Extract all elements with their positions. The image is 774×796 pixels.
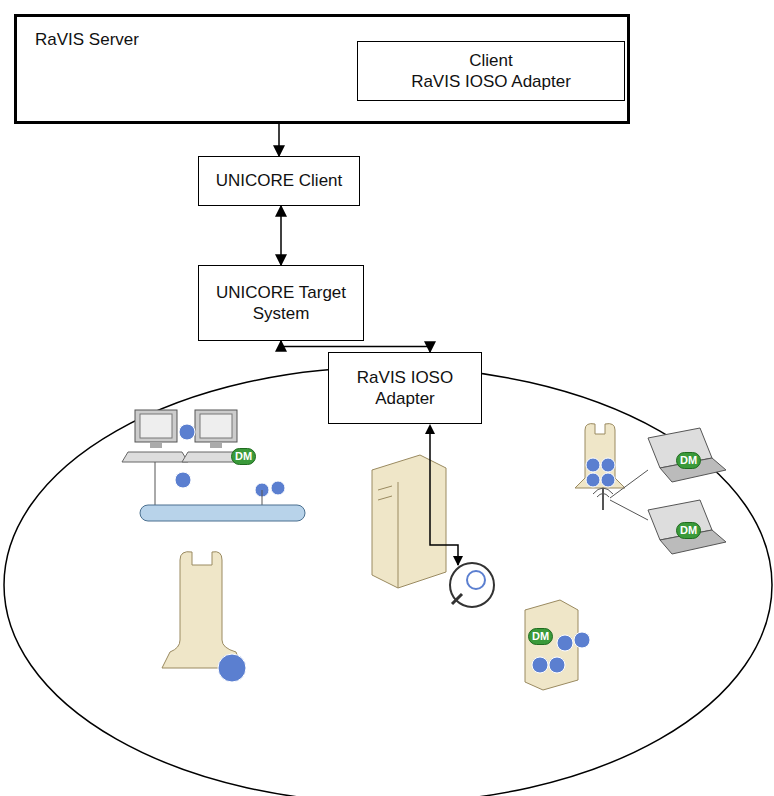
process-box: RaVIS IOSO Adapter — [328, 352, 482, 424]
process-box: UNICORE Client — [198, 156, 360, 206]
network-region — [4, 367, 772, 796]
node-text: Client — [469, 50, 512, 71]
connector — [280, 206, 282, 265]
central-server — [372, 424, 494, 607]
dm-badge: DM — [231, 448, 256, 465]
server-box: RaVIS ServerClientRaVIS IOSO Adapter — [14, 14, 630, 124]
adapter-box: ClientRaVIS IOSO Adapter — [357, 41, 625, 101]
node-text: RaVIS IOSO Adapter — [337, 367, 473, 410]
node-text: UNICORE Target System — [207, 282, 355, 325]
dm-badge: DM — [676, 522, 701, 539]
workstations — [122, 410, 305, 521]
tower-left — [162, 552, 246, 682]
node-text: RaVIS IOSO Adapter — [411, 71, 571, 92]
process-box: UNICORE Target System — [198, 265, 364, 341]
dm-badge: DM — [676, 452, 701, 469]
connector — [281, 341, 430, 352]
small-server — [525, 600, 590, 690]
node-text: UNICORE Client — [216, 170, 343, 191]
dm-badge: DM — [528, 628, 553, 645]
right-devices — [575, 424, 726, 554]
